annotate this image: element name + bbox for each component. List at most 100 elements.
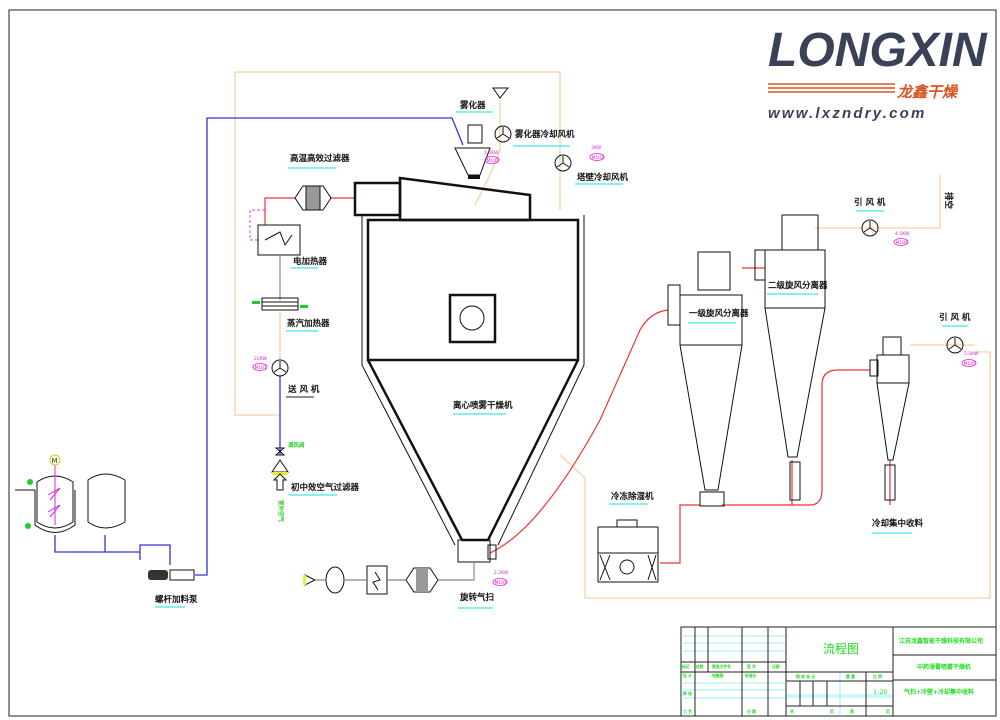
dehumid-line	[660, 369, 870, 564]
label-exhaust-fan1: 引 风 机	[854, 197, 886, 208]
logo-url: www.lxzndry.com	[768, 105, 927, 122]
exhaust-pipe	[815, 175, 941, 229]
hdr-weight: 重 量	[846, 674, 855, 679]
label-supply-fan: 送 风 机	[287, 384, 320, 395]
product-line	[489, 309, 669, 554]
drawing-frame	[8, 9, 997, 717]
motor-m103: 3KW M103	[589, 145, 605, 161]
label-atomizer: 雾化器	[459, 100, 486, 111]
supply-fan-icon	[271, 359, 289, 377]
svg-text:4.5KW: 4.5KW	[895, 231, 910, 237]
label-elec-heater: 电加热器	[293, 256, 328, 267]
storage-tank	[87, 473, 126, 529]
label-cyclone2: 二级旋风分离器	[768, 280, 828, 291]
page2-label: 页	[886, 709, 890, 714]
feed-line	[195, 117, 464, 576]
config-name: 气扫+冷壁+冷却集中收料	[903, 688, 974, 696]
hdr-count: 处数	[695, 664, 704, 669]
hdr-date: 日期	[772, 664, 780, 669]
row-std: 标准化	[744, 673, 757, 678]
svg-text:2.2KW: 2.2KW	[494, 570, 509, 576]
svg-text:M106: M106	[896, 240, 909, 246]
label-pump: 螺杆加料泵	[155, 594, 198, 605]
logo-stripes	[768, 83, 895, 93]
hdr-ratio: 比 例	[873, 674, 882, 679]
mixing-tank: M	[15, 454, 76, 533]
heater-dash	[249, 209, 265, 241]
wall-fan-icon	[554, 154, 572, 172]
spray-dryer-tower	[353, 176, 585, 563]
screw-pump-icon	[148, 569, 195, 581]
label-outdoor-air: 室外空气	[277, 500, 285, 523]
damper-icon	[274, 447, 286, 456]
label-vent: 排空	[943, 192, 954, 210]
atomizer-fan-icon	[492, 87, 512, 143]
labels: 雾化器 雾化器冷却风机 塔壁冷却风机 高温高效过滤器 电加热器 蒸汽加热器 送 …	[155, 100, 971, 609]
label-dehumidifier: 冷冻除湿机	[611, 491, 654, 502]
prefilter-icon	[271, 459, 289, 491]
exhaust-fan-2-icon	[946, 336, 964, 354]
hdr-doc: 更改文件号	[712, 664, 731, 669]
cyclone3-drop	[791, 460, 891, 505]
svg-text:M103: M103	[592, 155, 605, 161]
row-process: 工 艺	[683, 709, 692, 714]
svg-text:M101: M101	[255, 365, 268, 371]
sweep-air-train	[303, 562, 475, 595]
dehumidifier-icon	[597, 519, 659, 583]
motor-m105: 5.5KW M105	[961, 351, 979, 367]
longxin-logo: LONGXIN 龙鑫干燥 www.lxzndry.com	[768, 24, 988, 122]
page-label: 页	[830, 709, 834, 714]
cooling-air-pipe	[234, 71, 561, 416]
row-date: 日 期	[747, 709, 756, 714]
tank-feed-line	[54, 535, 171, 565]
label-collect: 冷却集中收料	[872, 518, 924, 529]
label-cyclone1: 一级旋风分离器	[689, 308, 749, 319]
svg-text:1.5KW: 1.5KW	[484, 150, 499, 156]
hepa-filter-icon	[294, 185, 332, 211]
steam-heater-icon	[252, 297, 308, 311]
label-damper: 调风阀	[288, 441, 305, 449]
electric-heater-icon	[257, 224, 301, 256]
nth-label: 第	[850, 709, 854, 714]
label-dryer: 离心喷雾干燥机	[453, 400, 513, 411]
svg-text:M104: M104	[495, 580, 508, 586]
label-prefilter: 初中效空气过滤器	[291, 482, 360, 493]
svg-text:M102: M102	[487, 158, 500, 164]
motor-m104: 2.2KW M104	[492, 570, 509, 586]
logo-brand: LONGXIN	[768, 24, 988, 77]
drawing-name: 流程图	[823, 641, 859, 656]
atomizer-icon	[454, 124, 491, 179]
product-name: 中药浸膏喷雾干燥机	[917, 663, 971, 671]
row-cad: 电脑图	[712, 673, 724, 678]
svg-text:M105: M105	[964, 361, 977, 367]
exhaust-fan-1-icon	[861, 219, 879, 237]
logo-cn: 龙鑫干燥	[897, 83, 959, 101]
row-design: 设 计	[683, 673, 692, 678]
hdr-fig-mark: 图 样 标 记	[796, 674, 815, 679]
return-pipe	[559, 351, 991, 599]
hot-air-line	[264, 197, 355, 225]
svg-text:3KW: 3KW	[591, 145, 602, 151]
cyclone-1	[667, 251, 743, 507]
label-steam-heater: 蒸汽加热器	[287, 318, 330, 329]
label-hepa: 高温高效过滤器	[290, 153, 350, 164]
company-name: 江苏龙鑫智能干燥科技有限公司	[899, 637, 983, 645]
motor-m106: 4.5KW M106	[893, 231, 910, 246]
hdr-sign: 签 字	[746, 664, 756, 669]
label-atomizer-fan: 雾化器冷却风机	[514, 129, 575, 140]
cyclone-2	[754, 214, 826, 501]
total-label: 共	[790, 709, 794, 714]
title-block: 流程图 江苏龙鑫智能干燥科技有限公司 中药浸膏喷雾干燥机 气扫+冷壁+冷却集中收…	[680, 626, 997, 717]
svg-text:5.5KW: 5.5KW	[964, 351, 979, 357]
motor-m102: 1.5KW M102	[484, 150, 500, 164]
label-wall-fan: 塔壁冷却风机	[577, 172, 629, 183]
hdr-mark: 标记	[681, 664, 690, 669]
cyclone-3	[869, 336, 910, 501]
label-sweep: 旋转气扫	[459, 592, 494, 603]
scale-value: 1:20	[873, 688, 888, 696]
label-exhaust-fan2: 引 风 机	[939, 312, 971, 323]
motor-m-icon: M	[52, 457, 58, 465]
